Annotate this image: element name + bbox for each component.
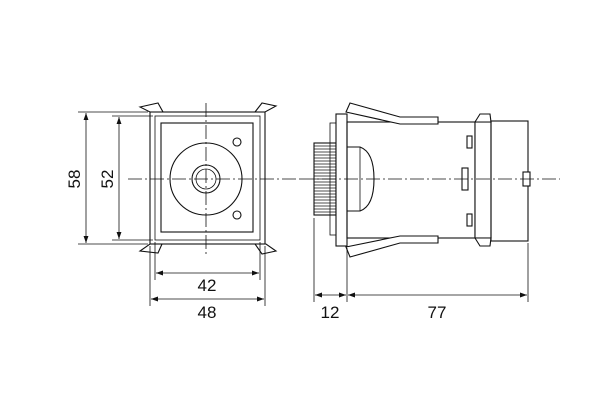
clip-top-left — [138, 102, 164, 113]
indicator-top — [232, 137, 242, 147]
dim-77-label: 77 — [428, 303, 447, 322]
bezel-mid — [154, 115, 261, 241]
dimensions: 58 52 42 48 12 77 — [65, 111, 529, 322]
side-body-notch-bottom — [466, 213, 473, 227]
clip-bottom-right — [253, 243, 278, 255]
dim-42-label: 42 — [198, 276, 217, 295]
indicator-bottom — [232, 210, 242, 220]
knob-ridges — [314, 145, 336, 213]
side-body — [346, 121, 476, 239]
bezel-outer — [149, 111, 266, 245]
side-rear-flange — [474, 121, 492, 239]
side-bezel-plate — [335, 113, 348, 247]
dim-58-label: 58 — [65, 170, 84, 189]
side-body-notch-top — [466, 135, 473, 149]
side-rear-tab-bottom — [474, 237, 492, 247]
clip-bottom-left — [138, 243, 163, 254]
clip-top-right — [253, 102, 278, 113]
dim-12-label: 12 — [321, 303, 340, 322]
side-clip-top — [345, 102, 439, 125]
front-view — [128, 102, 300, 257]
side-rear-tab-top — [474, 113, 492, 123]
side-view — [300, 102, 560, 258]
dim-48-label: 48 — [198, 303, 217, 322]
dim-52-label: 52 — [98, 170, 117, 189]
bezel-inner — [160, 122, 254, 233]
side-clip-bottom — [345, 235, 439, 258]
